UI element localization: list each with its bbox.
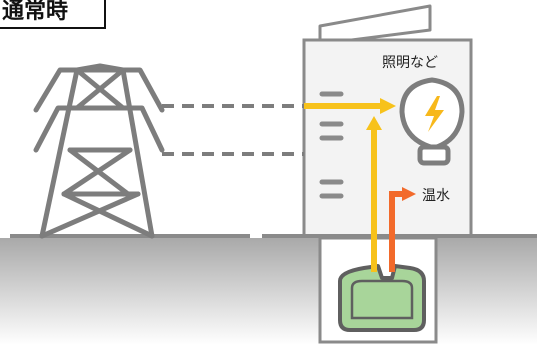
lighting-label: 照明など <box>382 55 438 71</box>
building-roof <box>318 4 432 46</box>
electricity-arrow-vertical <box>366 116 382 272</box>
page-title: 通常時 <box>2 0 68 24</box>
hot-water-label: 温水 <box>422 188 450 204</box>
power-lines <box>162 104 304 156</box>
lightning-bolt-icon <box>425 96 444 132</box>
light-bulb-icon <box>399 77 465 166</box>
fuel-cell-inner-outline <box>350 279 414 320</box>
transmission-tower <box>33 63 165 239</box>
hot-water-arrow <box>389 187 416 272</box>
electricity-arrow-horizontal <box>304 98 396 114</box>
title-box: 通常時 <box>0 0 106 29</box>
underground <box>0 238 537 345</box>
building-windows <box>319 91 344 199</box>
